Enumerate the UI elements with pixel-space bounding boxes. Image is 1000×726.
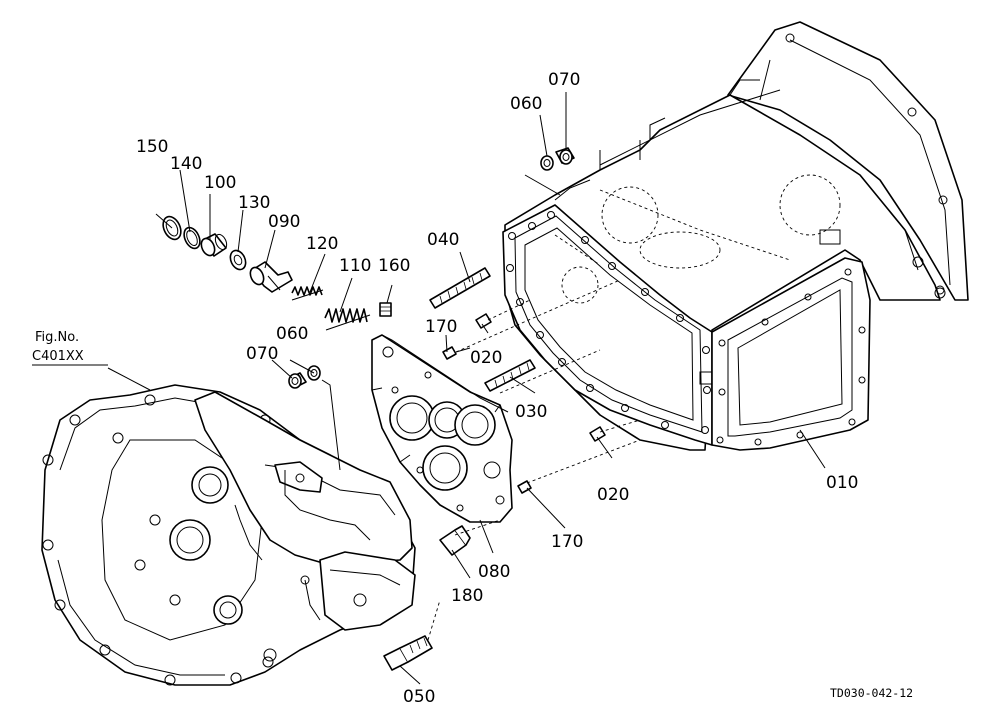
figure-reference: Fig.No. C401XX — [32, 330, 108, 366]
leader-lines — [107, 92, 826, 685]
part-170-pin-a — [442, 346, 457, 360]
callout-160: 160 — [378, 256, 410, 276]
part-140-o-ring — [183, 226, 201, 250]
callout-070-left: 070 — [246, 344, 278, 364]
fig-ref-line2: C401XX — [32, 349, 84, 364]
part-040-stud — [429, 267, 491, 309]
callout-030: 030 — [515, 402, 547, 422]
part-180-plug — [439, 525, 471, 556]
callout-020-top: 020 — [470, 348, 502, 368]
part-120-spring — [291, 286, 324, 301]
part-170-pin-b — [517, 480, 532, 494]
callout-060-left: 060 — [276, 324, 308, 344]
part-090-spool — [249, 261, 293, 293]
drawing-code: TD030-042-12 — [830, 686, 913, 700]
callout-130: 130 — [238, 193, 270, 213]
callout-050: 050 — [403, 687, 435, 707]
transmission-case-010 — [502, 21, 969, 451]
part-060-070-left — [288, 365, 321, 389]
callout-020-bottom: 020 — [597, 485, 629, 505]
callout-labels: 150 140 100 130 090 120 110 160 060 070 … — [136, 70, 858, 707]
callout-170-bottom: 170 — [551, 532, 583, 552]
part-130-washer — [229, 249, 247, 271]
callout-100: 100 — [204, 173, 236, 193]
fig-ref-line1: Fig.No. — [35, 330, 79, 345]
callout-070-top: 070 — [548, 70, 580, 90]
callout-140: 140 — [170, 154, 202, 174]
callout-090: 090 — [268, 212, 300, 232]
part-020-pin-a — [475, 313, 492, 329]
front-case-reference — [41, 384, 416, 686]
callout-120: 120 — [306, 234, 338, 254]
part-160-plug — [379, 302, 392, 317]
callout-170-top: 170 — [425, 317, 457, 337]
part-020-pin-b — [589, 426, 606, 442]
part-060-070-top — [540, 147, 575, 171]
part-050-bolt — [383, 635, 433, 671]
valve-housing-080 — [371, 334, 513, 523]
callout-010: 010 — [826, 473, 858, 493]
callout-150: 150 — [136, 137, 168, 157]
callout-180: 180 — [451, 586, 483, 606]
callout-040: 040 — [427, 230, 459, 250]
callout-080: 080 — [478, 562, 510, 582]
part-110-spring — [324, 308, 371, 331]
part-030-stud — [484, 359, 536, 392]
callout-110: 110 — [339, 256, 371, 276]
callout-060-top: 060 — [510, 94, 542, 114]
part-100-sleeve — [200, 233, 228, 257]
